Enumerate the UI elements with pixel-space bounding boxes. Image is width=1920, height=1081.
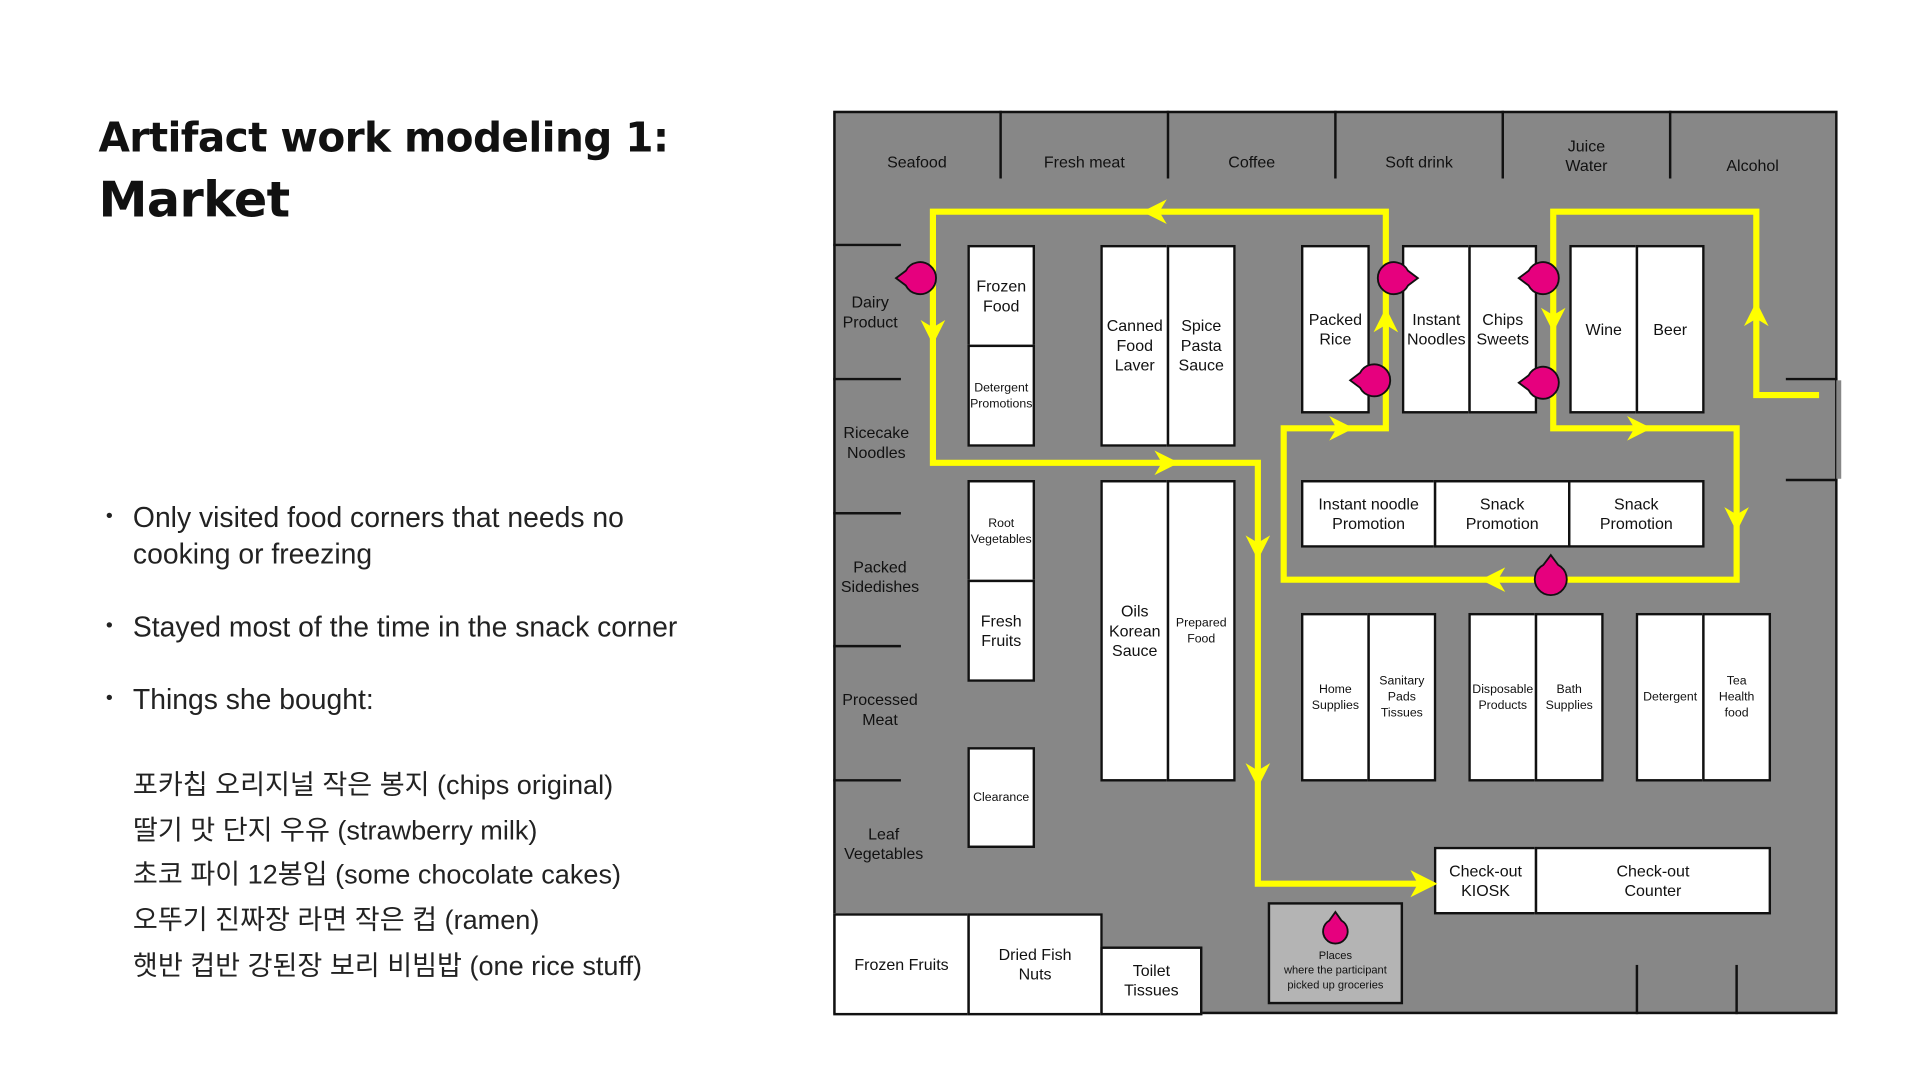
shelf-fresh-fruits: Fresh Fruits	[967, 579, 1036, 682]
arrow-down-icon	[920, 320, 946, 345]
arrow-down-icon	[1724, 507, 1749, 532]
shelf-oils-korean-sauce: Oils Korean Sauce	[1100, 480, 1170, 782]
shelf-clearance: Clearance	[967, 747, 1036, 849]
purchase-item: 햇반 컵반 강된장 보리 비빔밥 (one rice stuff)	[132, 950, 643, 981]
pin-icon	[1533, 553, 1568, 597]
arrow-right-icon	[1154, 450, 1180, 476]
walls	[833, 110, 1838, 1015]
shelf-tea-health: Tea Health food	[1702, 612, 1772, 782]
slide-title: Artifact work modeling 1:	[98, 113, 669, 162]
zone-label: Fresh meat	[1043, 152, 1125, 172]
pin-icon	[1517, 365, 1560, 400]
slide-subtitle: Market	[98, 172, 290, 229]
arrow-right-icon	[1329, 416, 1354, 441]
shelf-sanitary: Sanitary Pads Tissues	[1367, 612, 1437, 782]
pickup-pins	[894, 261, 1568, 945]
arrow-down-icon	[1540, 307, 1566, 333]
arrow-right-icon	[1410, 870, 1438, 898]
shelf-beer: Beer	[1635, 244, 1705, 414]
bullet-text: Only visited food corners that needs no …	[132, 500, 624, 570]
bullet-item: • Only visited food corners that needs no…	[106, 498, 697, 572]
pin-icon	[894, 261, 937, 296]
shelf-detergent: Detergent	[1635, 612, 1705, 782]
arrow-up-icon	[1744, 301, 1769, 327]
shelf-dried-fish: Dried Fish Nuts	[967, 913, 1103, 1016]
pin-icon	[1517, 261, 1560, 296]
zone-label: Coffee	[1228, 152, 1276, 172]
zone-label: Processed Meat	[842, 690, 918, 729]
shelf-home-supplies: Home Supplies	[1300, 612, 1370, 782]
zone-label: Leaf Vegetables	[844, 824, 924, 863]
checkout-counter: Check-out Counter	[1534, 846, 1772, 915]
purchase-item: 딸기 맛 단지 우유 (strawberry milk)	[132, 814, 538, 846]
bullet-icon: •	[105, 615, 113, 637]
shelf-snack-promotion: Snack Promotion	[1433, 480, 1571, 548]
shelf-prepared-food: Prepared Food	[1166, 480, 1236, 782]
legend-box: Places where the participant picked up g…	[1267, 902, 1404, 1005]
arrow-down-icon	[1245, 535, 1271, 561]
bullet-text: Things she bought:	[132, 683, 374, 716]
right-entrance	[1836, 380, 1842, 479]
arrow-left-icon	[1142, 199, 1167, 225]
purchase-item: 오뚜기 진짜장 라면 작은 컵 (ramen)	[132, 904, 540, 936]
shelf-root-vegetables: Root Vegetables	[967, 480, 1036, 583]
zone-label: Ricecake Noodles	[843, 423, 910, 462]
pin-icon	[1348, 363, 1392, 398]
shelf-disposable: Disposable Products	[1468, 612, 1538, 782]
bullet-text: Stayed most of the time in the snack cor…	[132, 610, 678, 643]
zone-label: Seafood	[887, 152, 947, 172]
bullet-item: • Stayed most of the time in the snack co…	[106, 608, 746, 645]
zone-label: Juice Water	[1565, 136, 1608, 175]
arrow-right-icon	[1627, 416, 1652, 441]
bullet-icon: •	[105, 688, 113, 709]
purchase-item: 초코 파이 12봉입 (some chocolate cakes)	[132, 859, 622, 890]
pin-icon	[1376, 261, 1420, 296]
checkout-kiosk: Check-out KIOSK	[1433, 846, 1538, 915]
shelf-spice-pasta: Spice Pasta Sauce	[1166, 244, 1236, 447]
arrow-left-icon	[1480, 567, 1506, 593]
shelf-toilet-tissues: Toilet Tissues	[1100, 946, 1203, 1016]
shelf-snack-promotion: Snack Promotion	[1568, 480, 1705, 548]
shelf-frozen-fruits: Frozen Fruits	[833, 913, 970, 1016]
zone-label: Alcohol	[1726, 156, 1779, 175]
route-arrows	[920, 199, 1769, 898]
zone-label: Packed Sidedishes	[840, 557, 920, 596]
zone-label: Soft drink	[1385, 152, 1453, 172]
shelf-instant-noodle-promotion: Instant noodle Promotion	[1300, 480, 1437, 548]
purchase-item: 포카칩 오리지널 작은 봉지 (chips original)	[132, 769, 614, 801]
bullet-icon: •	[105, 505, 113, 527]
bullet-item: • Things she bought:	[106, 681, 697, 718]
legend-text: Places where the participant picked up g…	[1283, 948, 1387, 991]
arrow-down-icon	[1245, 763, 1271, 788]
zone-label: Dairy Product	[842, 292, 898, 332]
legend-pin-icon	[1322, 910, 1349, 945]
arrow-up-icon	[1373, 307, 1399, 333]
shopping-route	[929, 208, 1820, 887]
shelf-detergent-promotions: Detergent Promotions	[967, 344, 1036, 447]
shelf-bath: Bath Supplies	[1534, 612, 1604, 782]
